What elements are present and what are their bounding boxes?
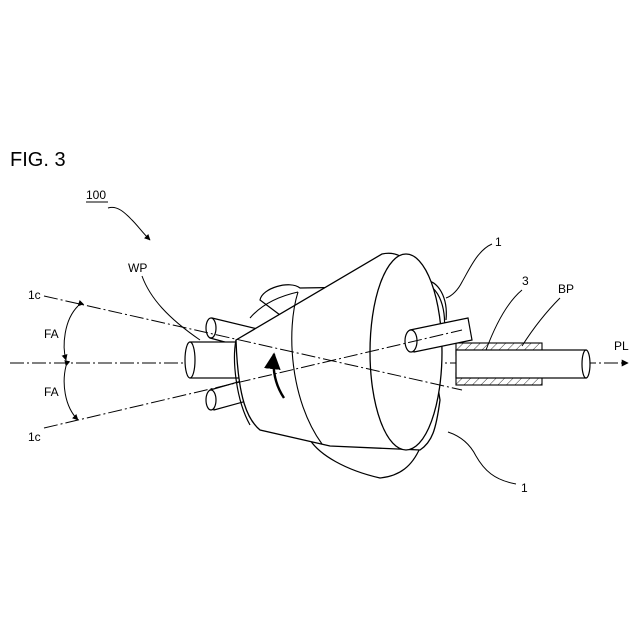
angle-arc-upper <box>64 306 78 360</box>
billet-bp-end <box>582 350 590 378</box>
ref-100-leader <box>108 207 150 240</box>
mandrel-3-leader <box>486 290 522 350</box>
axis-upper-label: 1c <box>28 288 41 302</box>
pl-label: PL <box>614 339 629 353</box>
angle-upper-label: FA <box>44 327 59 341</box>
roll-lower-leader <box>448 432 516 484</box>
ref-100-label: 100 <box>86 188 106 202</box>
lower-left-shaft-end <box>206 390 216 410</box>
bp-leader <box>522 298 560 346</box>
billet-bp <box>456 350 586 378</box>
mandrel-3-label: 3 <box>522 274 529 288</box>
figure-title: FIG. 3 <box>10 149 66 171</box>
angle-arc-lower <box>64 366 78 420</box>
axis-lower-label: 1c <box>28 430 41 444</box>
roll-lower-label: 1 <box>521 481 528 495</box>
bp-label: BP <box>558 282 574 296</box>
wp-leader <box>142 276 200 340</box>
workpiece-wp-end <box>185 342 195 378</box>
main-roll-face <box>370 254 442 450</box>
wp-label: WP <box>128 261 147 275</box>
roll-upper-label: 1 <box>495 235 502 249</box>
angle-lower-label: FA <box>44 385 59 399</box>
upper-left-shaft-end <box>206 318 216 338</box>
roll-upper-leader <box>446 244 492 298</box>
